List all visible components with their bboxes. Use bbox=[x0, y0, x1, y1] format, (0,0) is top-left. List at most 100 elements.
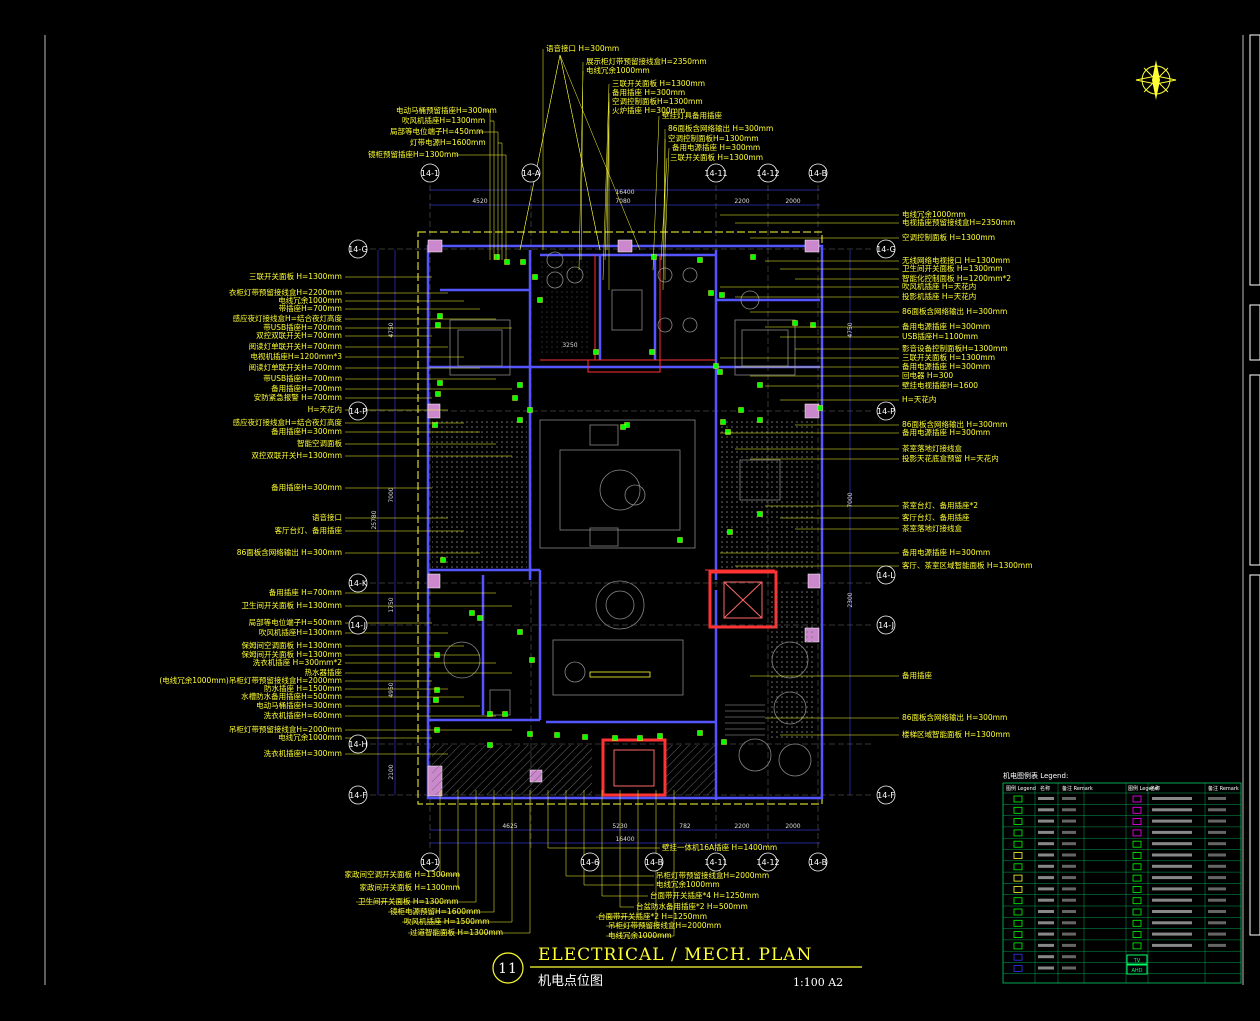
grid-bubble-label: 14-L bbox=[877, 571, 895, 580]
grid-bubble-label: 14-F bbox=[877, 791, 895, 800]
legend-name-placeholder bbox=[1038, 819, 1054, 823]
callout-left: 防水插座 H=1500mm bbox=[264, 683, 342, 693]
legend-header: 备注 Remark bbox=[1208, 785, 1239, 792]
legend-symbol-icon bbox=[1013, 795, 1023, 803]
dimension-right-segment: 7000 bbox=[847, 492, 854, 507]
callout-right: 茶室落地灯接线盒 bbox=[902, 523, 962, 533]
grid-bubble: 14-G bbox=[876, 239, 896, 259]
legend-remark-placeholder bbox=[1208, 910, 1226, 913]
legend-name-placeholder bbox=[1152, 943, 1192, 947]
electrical-point-icon bbox=[440, 557, 446, 563]
legend-symbol-icon bbox=[1013, 874, 1023, 882]
legend-name-placeholder bbox=[1152, 910, 1192, 913]
callout-right: 投影机插座 H=天花内 bbox=[902, 291, 976, 301]
dimension-top-segment: 4520 bbox=[472, 198, 487, 205]
electrical-point-icon bbox=[792, 320, 798, 326]
callout-right: 智能化控制面板 H=1200mm*2 bbox=[902, 273, 1011, 283]
callout-left: 保姆间空调面板 H=1300mm bbox=[241, 640, 342, 650]
dimension-left-segment: 7000 bbox=[388, 487, 395, 502]
grid-bubble-label: 14-H bbox=[348, 740, 367, 749]
grid-bubble-label: 14-B bbox=[645, 858, 663, 867]
grid-bubble: 14-6 bbox=[580, 852, 600, 872]
grid-bubble: 14-11 bbox=[704, 852, 728, 872]
legend-remark-placeholder bbox=[1208, 876, 1226, 880]
electrical-point-icon bbox=[434, 687, 440, 693]
grid-bubble-label: 14-G bbox=[348, 245, 368, 254]
callout-left: 语音接口 bbox=[312, 512, 342, 522]
legend-name-placeholder bbox=[1152, 864, 1192, 868]
grid-bubble: 14-1 bbox=[420, 852, 440, 872]
legend-name-placeholder bbox=[1152, 819, 1192, 823]
legend-remark-placeholder bbox=[1062, 898, 1076, 902]
electrical-point-icon bbox=[527, 407, 533, 413]
dimension-top-segment: 2200 bbox=[734, 198, 749, 205]
grid-bubble: 14-B bbox=[644, 852, 664, 872]
legend-remark-placeholder bbox=[1208, 921, 1226, 925]
title-block: 11 ELECTRICAL / MECH. PLAN 机电点位图 1:100 A… bbox=[492, 945, 862, 989]
callout-left: 保姆间开关面板 H=1300mm bbox=[241, 649, 342, 659]
callout-bottom: 电线冗余1000mm bbox=[656, 879, 720, 889]
legend-symbol-icon bbox=[1013, 840, 1023, 848]
legend-name-placeholder bbox=[1038, 932, 1054, 936]
grid-bubble: 14-F bbox=[876, 785, 896, 805]
grid-bubble: 14-P bbox=[876, 401, 896, 421]
legend-symbol-icon bbox=[1013, 863, 1023, 871]
callout-left: 洗衣机插座 H=300mm*2 bbox=[253, 657, 342, 667]
legend-remark-placeholder bbox=[1208, 887, 1226, 891]
legend-remark-placeholder bbox=[1208, 898, 1226, 902]
grid-bubble-label: 14-B bbox=[809, 858, 827, 867]
callout-right: 电线冗余1000mm bbox=[902, 209, 966, 219]
frame-tab bbox=[1249, 574, 1260, 936]
callout-top: 火炉插座 H=300mm bbox=[612, 105, 685, 115]
callout-bottom: 吹风机插座 H=1500mm bbox=[404, 916, 490, 926]
callout-left: 电动马桶插座H=300mm bbox=[256, 700, 342, 710]
grid-bubble: 14-L bbox=[876, 565, 896, 585]
callout-top: 三联开关面板 H=1300mm bbox=[670, 152, 763, 162]
legend-name-placeholder bbox=[1152, 830, 1192, 834]
callout-top-left: 局部等电位端子H=450mm bbox=[390, 126, 483, 136]
electrical-point-icon bbox=[757, 417, 763, 423]
legend-symbol-icon bbox=[1013, 919, 1023, 927]
electrical-point-icon bbox=[469, 610, 475, 616]
legend-symbol-icon bbox=[1132, 852, 1142, 859]
grid-bubble: 14-12 bbox=[756, 163, 780, 183]
electrical-point-icon bbox=[487, 742, 493, 748]
electrical-point-icon bbox=[727, 529, 733, 535]
callout-right: 楼梯区域智能面板 H=1300mm bbox=[902, 729, 1010, 739]
callout-bottom: 吊柜灯带预留接线盒H=2000mm bbox=[608, 920, 721, 930]
legend-name-placeholder bbox=[1038, 808, 1054, 812]
stairs bbox=[725, 704, 765, 736]
electrical-point-icon bbox=[612, 735, 618, 741]
grid-bubble-label: 14-J bbox=[878, 621, 894, 630]
grid-bubble: 14-K bbox=[348, 573, 368, 593]
electrical-point-icon bbox=[487, 711, 493, 717]
dimension-left-segment: 2100 bbox=[388, 764, 395, 779]
frame-tab bbox=[1249, 374, 1260, 566]
legend-name-placeholder bbox=[1038, 842, 1054, 846]
dimension-right-segment: 4750 bbox=[847, 322, 854, 337]
callout-left: 带插座H=700mm bbox=[279, 303, 342, 313]
grid-bubble-label: 14-11 bbox=[704, 169, 727, 178]
callout-right: 投影天花底盒预留 H=天花内 bbox=[902, 453, 999, 463]
grid-bubble-label: 14-12 bbox=[756, 169, 779, 178]
legend-symbol-icon bbox=[1013, 942, 1023, 950]
callout-right: 备用插座 bbox=[902, 670, 932, 680]
callout-right: 客厅台灯、备用插座 bbox=[902, 512, 970, 522]
dimension-right-segment: 2300 bbox=[847, 592, 854, 607]
legend-remark-placeholder bbox=[1062, 966, 1076, 970]
callout-bottom: 卫生间开关面板 H=1300mm bbox=[358, 896, 459, 906]
drawing-number: 11 bbox=[498, 961, 518, 977]
callout-left: 水槽防水备用插座H=500mm bbox=[241, 691, 342, 701]
legend-name-placeholder bbox=[1038, 910, 1054, 913]
drawing-title-cn: 机电点位图 bbox=[538, 974, 603, 989]
callout-left: 洗衣机插座H=300mm bbox=[264, 748, 342, 758]
legend-name-placeholder bbox=[1152, 898, 1192, 902]
callout-top-left: 镜柜预留插座H=1300mm bbox=[368, 149, 459, 159]
callout-right: 86面板含网络输出 H=300mm bbox=[902, 712, 1007, 722]
callout-left: 卫生间开关面板 H=1300mm bbox=[241, 600, 342, 610]
electrical-point-icon bbox=[527, 731, 533, 737]
callout-left: 备用插座H=300mm bbox=[271, 482, 342, 492]
dimension-left-segment: 4750 bbox=[388, 322, 395, 337]
